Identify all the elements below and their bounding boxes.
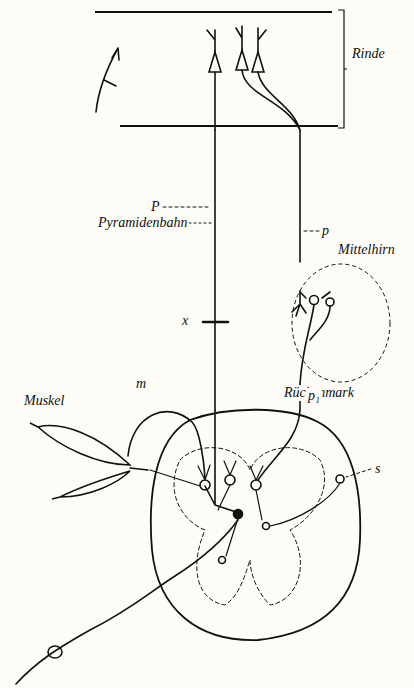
cortex-region: Rinde <box>92 8 348 130</box>
sensory-nerve <box>16 520 238 684</box>
muscle-outline <box>30 423 130 499</box>
callout-label: P <box>149 199 162 215</box>
node-shape <box>148 410 364 646</box>
interneuron <box>234 510 243 519</box>
leader-line <box>163 207 211 208</box>
fiber <box>242 70 300 130</box>
fiber <box>226 483 340 556</box>
callout-label: m <box>134 376 148 392</box>
cord-outline <box>151 410 360 640</box>
callout-label: x <box>180 313 190 329</box>
nerve-fiber <box>214 130 216 410</box>
nerve-cell <box>326 298 334 306</box>
fiber <box>258 410 300 480</box>
region-label: Mittelhirn <box>336 242 397 258</box>
node-shape <box>92 8 348 130</box>
callout-label: s <box>373 461 382 477</box>
callout-label: Pyramidenbahn <box>96 215 189 231</box>
callout-label: p <box>320 223 331 239</box>
leader-line <box>304 231 319 232</box>
leader-line <box>346 469 371 477</box>
region-label: Muskel <box>22 393 66 409</box>
muscle: Muskel <box>28 415 130 500</box>
gray-matter <box>174 448 325 605</box>
dendrite <box>150 461 263 520</box>
skin-receptor <box>48 646 62 658</box>
spinal-cord: Rückenmark <box>148 410 364 646</box>
fiber-ending <box>292 291 306 316</box>
nerve-fiber <box>130 468 148 470</box>
sensory-cell <box>336 475 344 483</box>
pyramidal-fiber <box>205 410 236 512</box>
motor-neuron <box>225 475 235 485</box>
node-shape <box>290 262 392 384</box>
fiber <box>300 292 330 384</box>
cortex-border <box>95 12 338 126</box>
callout-label: p₁ <box>306 388 322 404</box>
leader-line <box>189 223 211 224</box>
pyramidal-cell <box>209 52 221 72</box>
motor-neuron <box>251 480 261 490</box>
interneuron <box>263 523 270 530</box>
midbrain-region: Mittelhirn <box>290 262 392 384</box>
bracket <box>338 10 347 128</box>
nerve-fiber <box>299 130 301 262</box>
pyramidal-cell <box>236 50 248 70</box>
motor-neuron <box>200 480 210 490</box>
dendrite <box>207 26 266 52</box>
nerve-cell <box>310 296 319 305</box>
afferent-fiber <box>96 48 119 112</box>
region-label: Rinde <box>350 46 387 62</box>
pyramidal-cell <box>252 52 264 72</box>
node-shape <box>28 415 130 500</box>
midbrain-outline <box>292 264 390 382</box>
interneuron <box>219 557 226 564</box>
pyramidal-fiber <box>214 72 216 130</box>
